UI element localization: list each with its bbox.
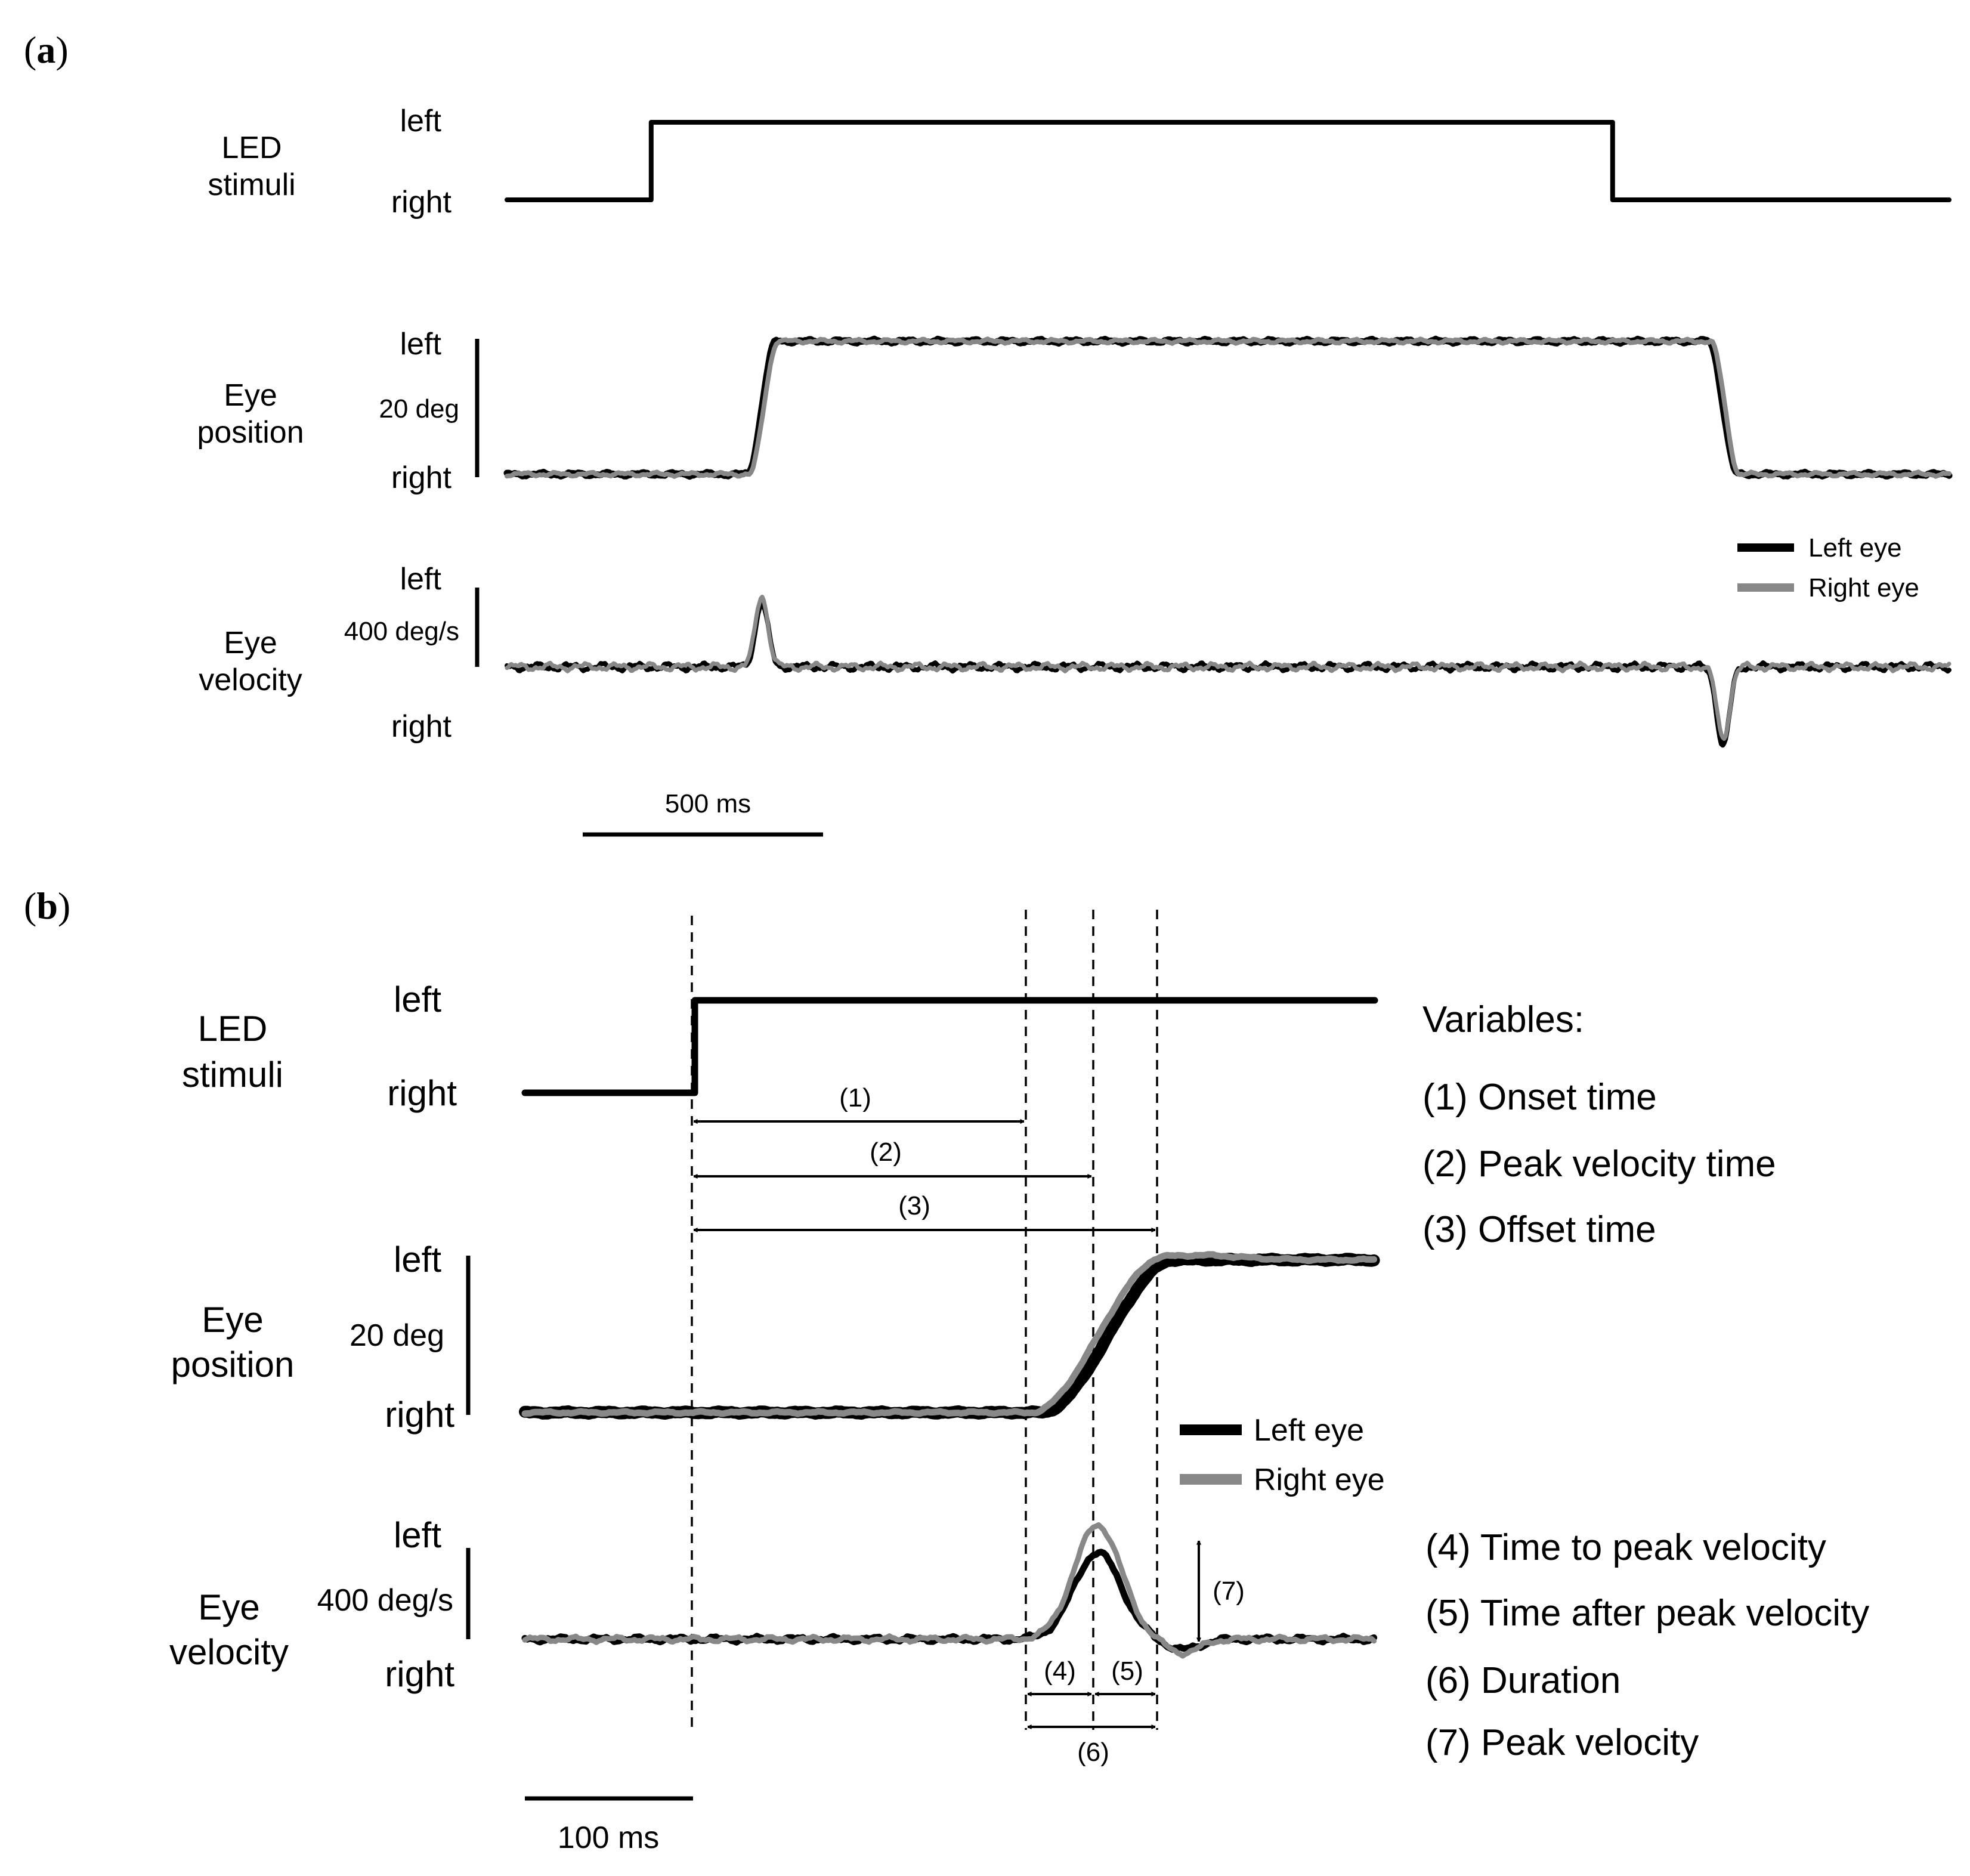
b-marker-3: (3) [898, 1191, 930, 1220]
a-velocity-right-eye-trace [505, 595, 1952, 741]
b-variable-5: (5) Time after peak velocity [1425, 1593, 1869, 1634]
b-legend-left-eye-label: Left eye [1254, 1413, 1364, 1448]
b-variable-1: (1) Onset time [1422, 1077, 1657, 1118]
a-position-right-eye-trace [505, 336, 1952, 479]
b-velocity-upper-label: left [394, 1515, 441, 1555]
b-position-upper-label: left [394, 1240, 441, 1279]
b-variable-7: (7) Peak velocity [1425, 1722, 1699, 1763]
a-position-title-line2: position [197, 415, 304, 450]
b-position-right-eye-trace [521, 1251, 1378, 1417]
b-led-title-line1: LED [198, 1009, 268, 1049]
a-velocity-scale-label: 400 deg/s [344, 617, 459, 646]
a-led-lower-label: right [391, 185, 452, 220]
b-led-title-line2: stimuli [182, 1055, 283, 1095]
b-variable-3: (3) Offset time [1422, 1209, 1656, 1250]
b-marker-7: (7) [1213, 1577, 1245, 1606]
b-marker-5: (5) [1111, 1656, 1143, 1686]
b-stimulus-trace [521, 997, 1378, 1096]
a-velocity-title-line1: Eye [224, 626, 277, 660]
b-marker-6: (6) [1077, 1738, 1109, 1767]
b-velocity-scale-label: 400 deg/s [317, 1583, 453, 1618]
b-marker-1: (1) [839, 1083, 871, 1112]
a-velocity-left-eye-trace [505, 601, 1952, 748]
a-position-upper-label: left [400, 327, 442, 361]
a-position-lower-label: right [391, 460, 452, 495]
a-legend-left-eye-label: Left eye [1808, 533, 1902, 563]
b-variable-6: (6) Duration [1425, 1660, 1620, 1701]
b-position-title-line2: position [171, 1345, 295, 1384]
b-timescale-label: 100 ms [558, 1821, 660, 1855]
panel-a: (a) LED stimuli left right Eye position … [24, 29, 1953, 837]
a-velocity-title-line2: velocity [199, 663, 302, 697]
b-position-title-line1: Eye [202, 1300, 263, 1340]
b-variables-title: Variables: [1422, 999, 1584, 1040]
b-variable-4: (4) Time to peak velocity [1425, 1527, 1826, 1568]
b-marker-2: (2) [870, 1138, 902, 1167]
panel-a-label: (a) [24, 29, 69, 71]
b-led-upper-label: left [394, 979, 441, 1019]
a-legend-right-eye-label: Right eye [1808, 573, 1919, 602]
panel-b-label: (b) [24, 885, 70, 927]
b-position-scale-label: 20 deg [350, 1318, 444, 1353]
b-velocity-title-line1: Eye [198, 1587, 259, 1627]
a-led-title-line2: stimuli [208, 168, 295, 202]
b-led-lower-label: right [387, 1073, 457, 1113]
b-position-left-eye-trace [519, 1253, 1380, 1420]
a-led-upper-label: left [400, 104, 442, 138]
a-velocity-upper-label: left [400, 562, 442, 597]
a-stimulus-trace [505, 120, 1952, 202]
a-position-scale-label: 20 deg [379, 394, 459, 424]
b-velocity-lower-label: right [385, 1654, 454, 1694]
a-velocity-lower-label: right [391, 709, 452, 744]
b-legend-right-eye-label: Right eye [1254, 1463, 1385, 1497]
b-position-lower-label: right [385, 1395, 454, 1435]
b-variable-2: (2) Peak velocity time [1422, 1143, 1776, 1185]
b-velocity-title-line2: velocity [169, 1632, 289, 1672]
a-position-title-line1: Eye [224, 378, 277, 413]
panel-b: (b) LED stimuli left right Eye position … [24, 885, 1869, 1855]
b-marker-4: (4) [1044, 1656, 1076, 1686]
b-velocity-right-eye-trace [522, 1522, 1377, 1659]
a-timescale-label: 500 ms [665, 789, 751, 818]
a-led-title-line1: LED [221, 131, 282, 165]
